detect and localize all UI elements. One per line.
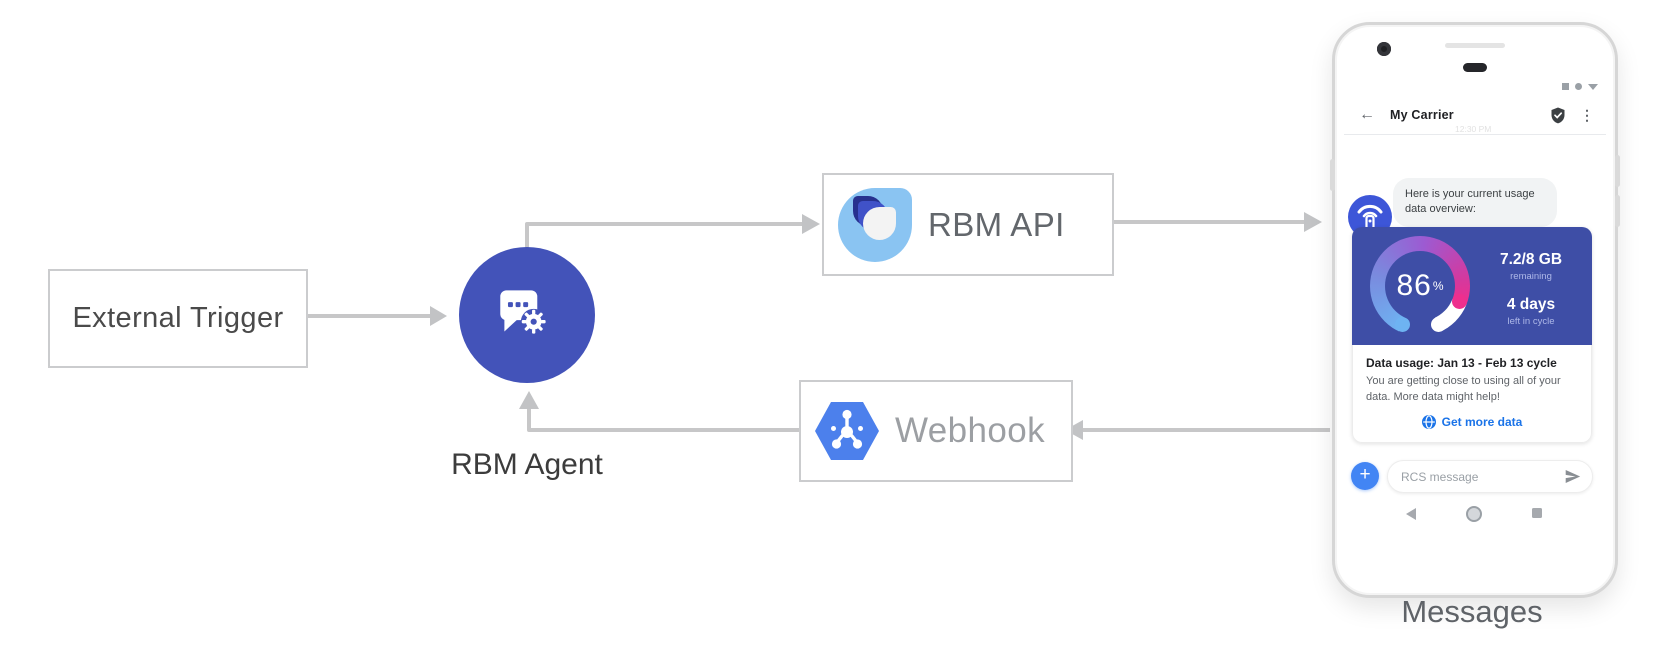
agent-message-bubble: Here is your current usage data overview… bbox=[1393, 178, 1557, 227]
earpiece bbox=[1463, 63, 1487, 72]
back-arrow-icon[interactable]: ← bbox=[1359, 106, 1375, 123]
attach-plus-button[interactable]: + bbox=[1351, 462, 1379, 490]
usage-percent: 86 bbox=[1396, 269, 1432, 302]
globe-icon bbox=[1421, 414, 1436, 429]
phone-screen: ← My Carrier ⋮ 12:30 PM bbox=[1344, 78, 1606, 569]
phone-mockup: ← My Carrier ⋮ 12:30 PM bbox=[1330, 22, 1620, 598]
external-trigger-label: External Trigger bbox=[72, 302, 284, 334]
rbm-api-label: RBM API bbox=[928, 205, 1065, 243]
data-remaining-label: remaining bbox=[1510, 271, 1552, 282]
rbm-agent-node bbox=[459, 247, 595, 383]
power-button[interactable] bbox=[1615, 155, 1620, 187]
webhook-node: Webhook bbox=[799, 380, 1073, 482]
rbm-api-node: RBM API bbox=[822, 173, 1114, 276]
get-more-data-label: Get more data bbox=[1441, 414, 1523, 429]
rbm-api-logo-icon bbox=[838, 187, 912, 262]
nav-back-icon[interactable] bbox=[1406, 508, 1416, 520]
usage-rich-card: 86 % 7.2/8 GB remaining 4 days left in c… bbox=[1352, 227, 1592, 443]
status-signal-icon bbox=[1588, 83, 1598, 90]
rcs-message-input[interactable] bbox=[1399, 468, 1564, 485]
conversation-title: My Carrier bbox=[1390, 108, 1454, 122]
timestamp: 12:30 PM bbox=[1455, 124, 1492, 134]
status-dot-icon bbox=[1575, 83, 1582, 90]
speaker-slot bbox=[1445, 43, 1505, 48]
usage-info: Data usage: Jan 13 - Feb 13 cycle You ar… bbox=[1352, 345, 1592, 443]
get-more-data-button[interactable]: Get more data bbox=[1366, 414, 1578, 429]
usage-title: Data usage: Jan 13 - Feb 13 cycle bbox=[1366, 356, 1557, 370]
webhook-label: Webhook bbox=[895, 411, 1046, 450]
conversation-header: ← My Carrier ⋮ bbox=[1344, 96, 1606, 135]
usage-body: You are getting close to using all of yo… bbox=[1366, 375, 1561, 403]
overflow-menu-icon[interactable]: ⋮ bbox=[1580, 107, 1594, 123]
data-remaining-value: 7.2/8 GB bbox=[1499, 251, 1563, 268]
days-left-label: left in cycle bbox=[1507, 316, 1555, 327]
verified-agent-badge-icon bbox=[1550, 107, 1566, 124]
volume-button[interactable] bbox=[1615, 195, 1620, 227]
front-camera bbox=[1377, 42, 1391, 56]
usage-percent-unit: % bbox=[1432, 279, 1444, 293]
webhook-hexagon-icon bbox=[815, 402, 879, 460]
send-icon[interactable] bbox=[1564, 469, 1581, 484]
nav-home-icon[interactable] bbox=[1466, 506, 1482, 522]
usage-hero: 86 % 7.2/8 GB remaining 4 days left in c… bbox=[1352, 227, 1592, 345]
message-compose-bar bbox=[1387, 460, 1593, 493]
messages-caption: Messages bbox=[1401, 594, 1543, 629]
usage-gauge: 86 % bbox=[1370, 236, 1470, 336]
android-navbar bbox=[1344, 503, 1606, 525]
days-left-value: 4 days bbox=[1506, 296, 1556, 313]
external-trigger-node: External Trigger bbox=[48, 269, 308, 368]
rbm-agent-label: RBM Agent bbox=[451, 448, 603, 481]
nav-recents-icon[interactable] bbox=[1532, 508, 1542, 518]
status-square-icon bbox=[1562, 83, 1569, 90]
status-bar bbox=[1562, 83, 1598, 90]
sim-tray bbox=[1330, 159, 1335, 191]
chat-gear-icon bbox=[500, 290, 547, 335]
